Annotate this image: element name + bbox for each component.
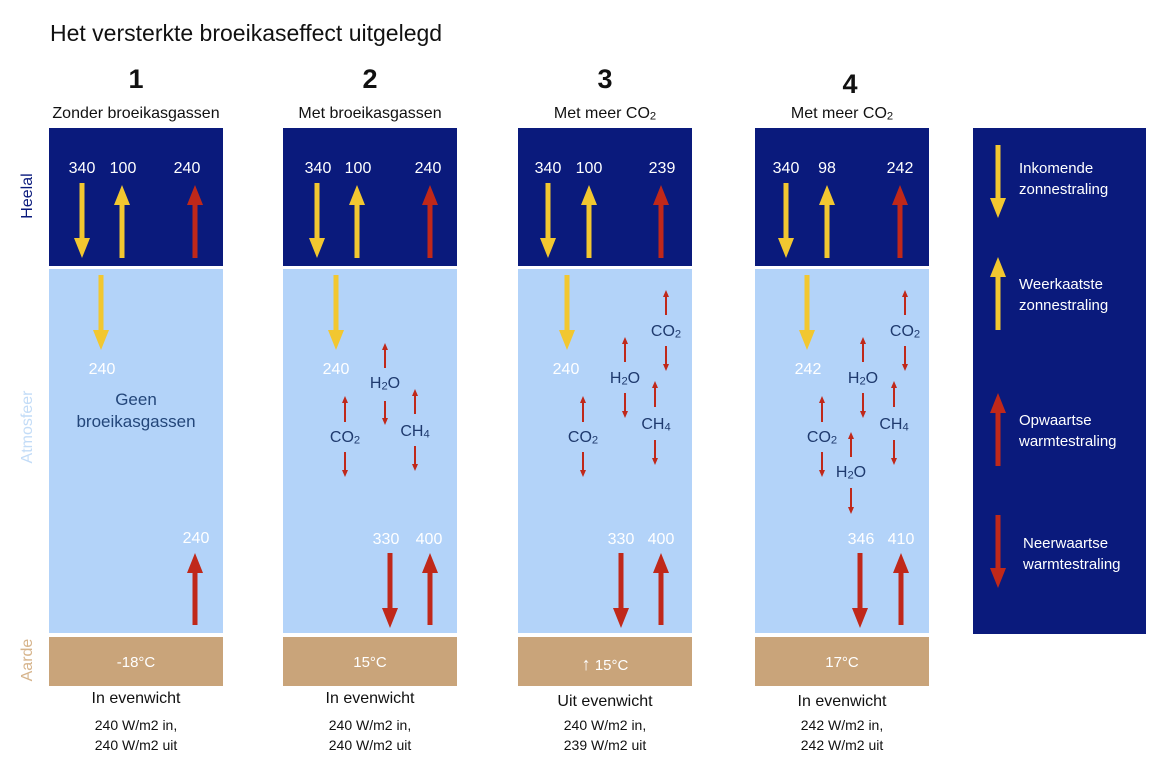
diagram-title: Het versterkte broeikaseffect uitgelegd bbox=[50, 20, 443, 46]
outgoing-heat-value: 239 bbox=[648, 160, 676, 177]
no-greenhouse-gases-label: Geen broeikasgassen bbox=[76, 390, 196, 431]
panel-subtitle: Met broeikasgassen bbox=[298, 105, 442, 122]
ground-down-heat-value: 330 bbox=[607, 531, 635, 548]
panel-number: 2 bbox=[362, 64, 378, 94]
gas-ch4: CH4 bbox=[879, 416, 909, 434]
balance-status: Uit evenwicht bbox=[557, 693, 653, 710]
space-layer bbox=[49, 128, 223, 266]
panel-number: 3 bbox=[597, 64, 613, 94]
energy-flux: 240 W/m2 in, 240 W/m2 uit bbox=[94, 717, 178, 753]
gas-co2: CO2 bbox=[889, 323, 921, 341]
ground-up-heat-value: 240 bbox=[182, 530, 210, 547]
panel-number: 4 bbox=[842, 69, 858, 99]
temperature-rising-icon: ↑ bbox=[581, 654, 591, 674]
incoming-solar-value: 340 bbox=[534, 160, 562, 177]
surface-temperature: 17°C bbox=[825, 654, 859, 671]
gas-h2o: H2O bbox=[835, 464, 867, 482]
earth-layer bbox=[755, 637, 929, 686]
atmosphere-solar-value: 242 bbox=[794, 361, 822, 378]
gas-co2: CO2 bbox=[806, 429, 838, 447]
gas-ch4: CH4 bbox=[400, 423, 430, 441]
outgoing-heat-value: 240 bbox=[414, 160, 442, 177]
gas-co2: CO2 bbox=[650, 323, 682, 341]
surface-temperature: -18°C bbox=[116, 654, 156, 671]
space-layer bbox=[518, 128, 692, 266]
atmosphere-solar-value: 240 bbox=[322, 361, 350, 378]
gas-h2o: H2O bbox=[369, 375, 401, 393]
reflected-solar-value: 100 bbox=[344, 160, 372, 177]
ground-up-heat-value: 400 bbox=[647, 531, 675, 548]
panel-number: 1 bbox=[128, 64, 144, 94]
surface-temperature: 15°C bbox=[353, 654, 387, 671]
panel-subtitle: Met meer CO2 bbox=[790, 105, 894, 123]
ground-down-heat-value: 346 bbox=[847, 531, 875, 548]
balance-status: In evenwicht bbox=[797, 693, 887, 710]
space-layer bbox=[755, 128, 929, 266]
energy-flux: 240 W/m2 in, 239 W/m2 uit bbox=[563, 717, 647, 753]
ground-up-heat-value: 400 bbox=[415, 531, 443, 548]
energy-flux: 242 W/m2 in, 242 W/m2 uit bbox=[800, 717, 884, 753]
outgoing-heat-value: 240 bbox=[173, 160, 201, 177]
incoming-solar-value: 340 bbox=[772, 160, 800, 177]
incoming-solar-value: 340 bbox=[68, 160, 96, 177]
side-label-space: Heelal bbox=[19, 173, 36, 219]
gas-co2: CO2 bbox=[567, 429, 599, 447]
panel-subtitle: Met meer CO2 bbox=[553, 105, 657, 123]
space-layer bbox=[283, 128, 457, 266]
gas-co2: CO2 bbox=[329, 429, 361, 447]
gas-ch4: CH4 bbox=[641, 416, 671, 434]
outgoing-heat-value: 242 bbox=[886, 160, 914, 177]
balance-status: In evenwicht bbox=[91, 690, 181, 707]
atmosphere-solar-value: 240 bbox=[88, 361, 116, 378]
reflected-solar-value: 100 bbox=[109, 160, 137, 177]
reflected-solar-value: 98 bbox=[818, 160, 836, 177]
ground-up-heat-value: 410 bbox=[887, 531, 915, 548]
side-label-atmosphere: Atmosfeer bbox=[19, 390, 36, 464]
earth-layer bbox=[49, 637, 223, 686]
balance-status: In evenwicht bbox=[325, 690, 415, 707]
atmosphere-solar-value: 240 bbox=[552, 361, 580, 378]
gas-h2o: H2O bbox=[847, 370, 879, 388]
earth-layer bbox=[518, 637, 692, 686]
panel-subtitle: Zonder broeikasgassen bbox=[52, 105, 220, 122]
surface-temperature: ↑ 15°C bbox=[581, 654, 629, 674]
atmosphere-layer bbox=[283, 269, 457, 633]
energy-flux: 240 W/m2 in, 240 W/m2 uit bbox=[328, 717, 412, 753]
earth-layer bbox=[283, 637, 457, 686]
gas-h2o: H2O bbox=[609, 370, 641, 388]
reflected-solar-value: 100 bbox=[575, 160, 603, 177]
atmosphere-layer bbox=[49, 269, 223, 633]
side-label-earth: Aarde bbox=[19, 638, 36, 682]
incoming-solar-value: 340 bbox=[304, 160, 332, 177]
ground-down-heat-value: 330 bbox=[372, 531, 400, 548]
